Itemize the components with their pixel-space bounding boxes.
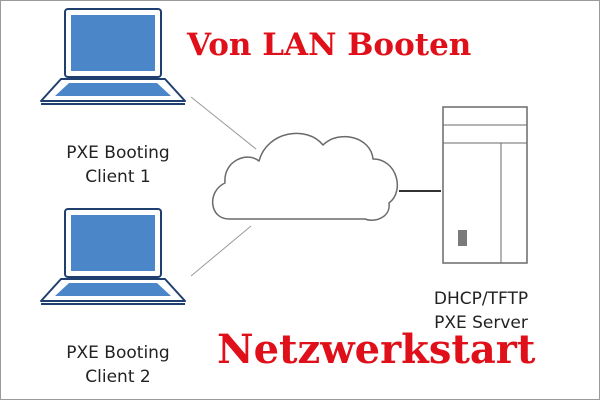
server-led-indicator [458, 230, 467, 246]
edge-client1-network [190, 96, 257, 150]
client2-label: PXE Booting Client 2 [43, 341, 193, 389]
client1-label: PXE Booting Client 1 [43, 141, 193, 189]
server-tower-icon [442, 106, 528, 264]
cloud-icon [211, 132, 399, 221]
laptop-client1-icon [40, 8, 186, 105]
title-top: Von LAN Booten [187, 27, 472, 63]
client1-label-line2: Client 1 [85, 167, 151, 187]
server-label: DHCP/TFTP PXE Server [401, 287, 561, 335]
server-label-line1: DHCP/TFTP [433, 289, 529, 309]
client1-label-line1: PXE Booting [66, 143, 170, 163]
edge-client2-network [190, 225, 252, 277]
title-bottom: Netzwerkstart [217, 326, 536, 373]
server-label-line2: PXE Server [434, 313, 528, 333]
client2-label-line1: PXE Booting [66, 343, 170, 363]
client2-label-line2: Client 2 [85, 367, 151, 387]
laptop-client2-icon [40, 208, 186, 305]
